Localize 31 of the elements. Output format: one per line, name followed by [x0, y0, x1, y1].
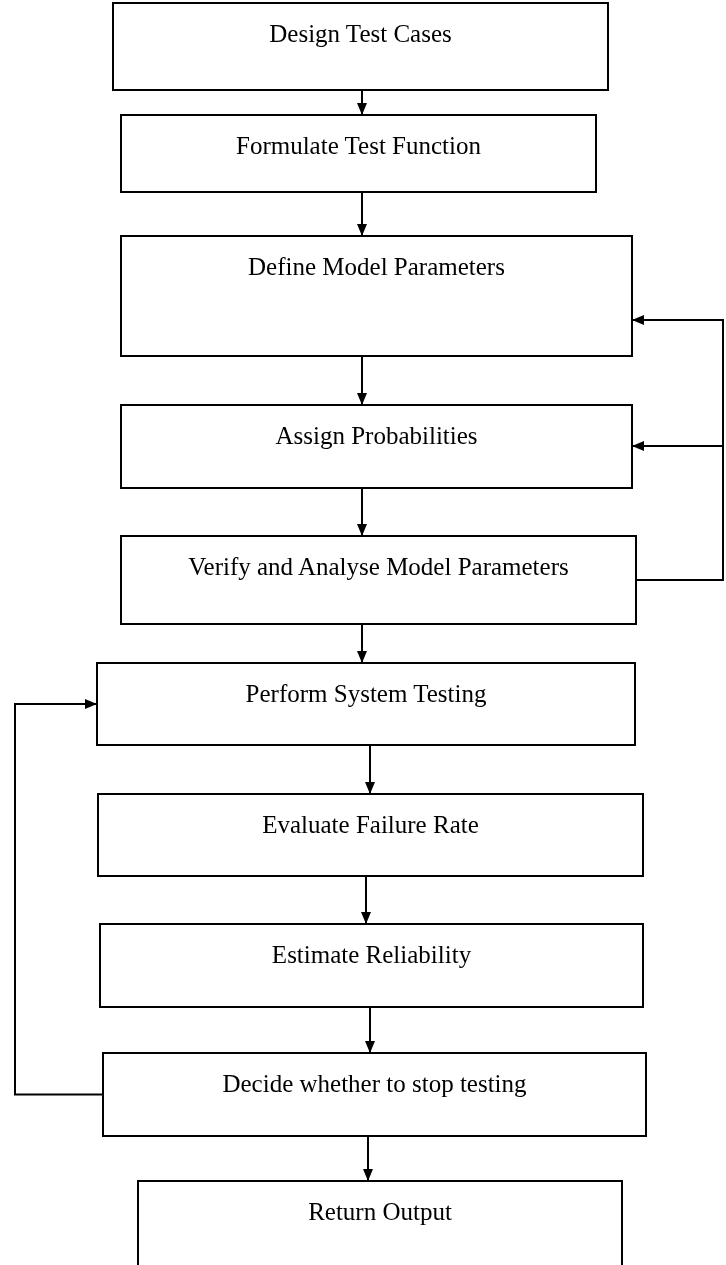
arrow: [357, 192, 367, 236]
arrow: [365, 1007, 375, 1053]
process-box: [97, 793, 644, 877]
box-label: Design Test Cases: [269, 19, 452, 49]
box-label: Perform System Testing: [245, 679, 487, 709]
process-box: [120, 404, 633, 489]
process-box: [99, 923, 644, 1008]
process-box: [120, 114, 597, 193]
box-label: Decide whether to stop testing: [222, 1069, 527, 1099]
process-box: [120, 535, 637, 625]
process-box: [96, 662, 636, 746]
box-label: Assign Probabilities: [275, 421, 478, 451]
box-label: Define Model Parameters: [248, 252, 505, 282]
arrow: [357, 488, 367, 536]
process-box: [102, 1052, 647, 1137]
arrow: [632, 441, 724, 581]
arrow: [363, 1136, 373, 1181]
arrow: [357, 624, 367, 663]
box-label: Formulate Test Function: [236, 131, 481, 161]
process-box: [137, 1180, 623, 1265]
arrow: [365, 745, 375, 794]
box-label: Evaluate Failure Rate: [262, 810, 479, 840]
box-label: Return Output: [308, 1197, 452, 1227]
box-label: Verify and Analyse Model Parameters: [188, 552, 569, 582]
arrow: [361, 876, 371, 924]
box-label: Estimate Reliability: [271, 940, 472, 970]
process-box: [112, 2, 609, 91]
arrow: [14, 699, 103, 1096]
arrow: [357, 90, 367, 115]
process-box: [120, 235, 633, 357]
arrow: [357, 356, 367, 405]
